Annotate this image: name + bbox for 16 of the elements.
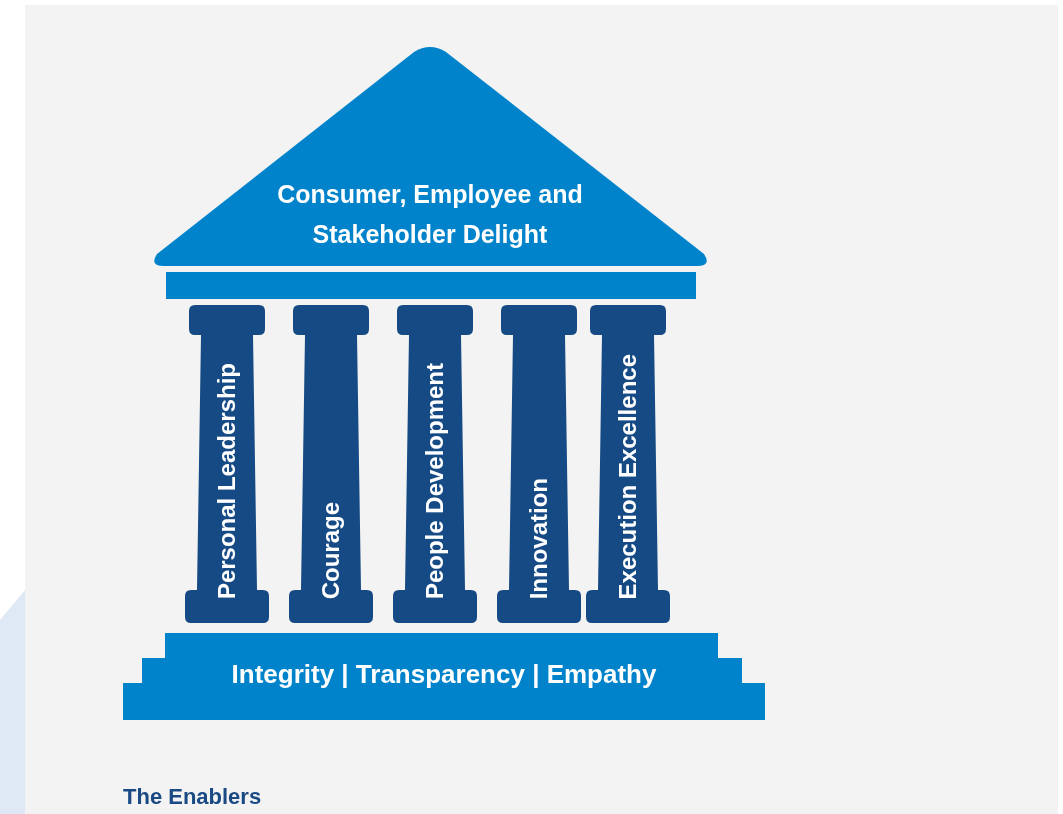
pillar-label: People Development [421,362,449,599]
roof-triangle [152,46,709,268]
pillar-label: Execution Excellence [614,353,642,599]
base-steps [123,633,765,720]
caption: The Enablers [123,784,262,810]
pillar [185,305,269,623]
roof-label: Consumer, Employee and Stakeholder Delight [276,179,584,250]
pillar-label: Innovation [525,477,553,599]
pillar [393,305,477,623]
pillar [497,305,581,623]
pillar [586,305,670,623]
pillar [289,305,373,623]
pillar-label: Courage [317,501,345,599]
pillar-label: Personal Leadership [213,362,241,599]
entablature-bar [166,272,696,299]
base-label: Integrity | Transparency | Empathy [230,659,658,690]
